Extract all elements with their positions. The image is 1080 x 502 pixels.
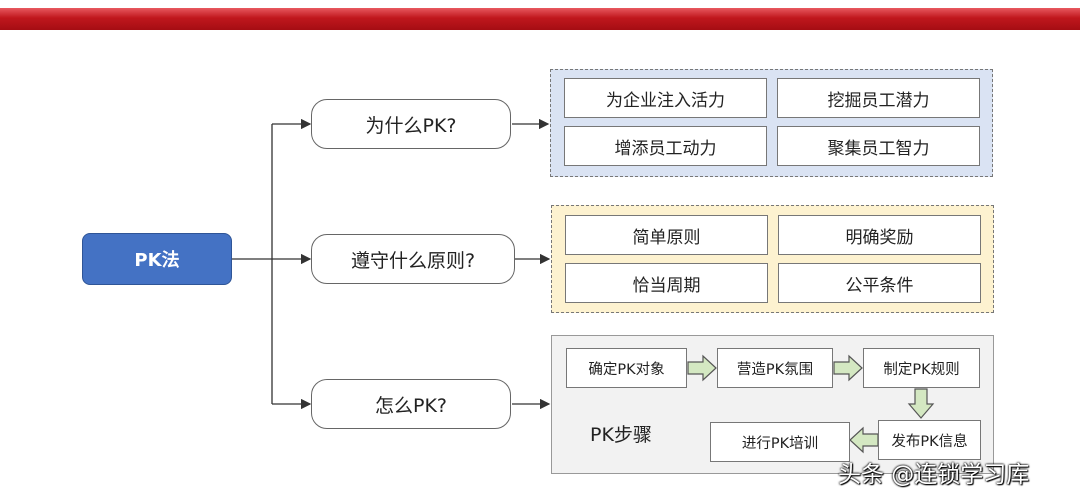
top-red-banner xyxy=(0,8,1080,30)
principle-item: 恰当周期 xyxy=(565,263,768,303)
down-arrow-icon xyxy=(907,388,935,419)
question-how: 怎么PK? xyxy=(311,379,511,429)
step-1: 确定PK对象 xyxy=(566,348,687,388)
principle-item: 明确奖励 xyxy=(778,215,981,255)
step-5: 进行PK培训 xyxy=(710,422,850,462)
why-item: 聚集员工智力 xyxy=(777,126,980,166)
step-3: 制定PK规则 xyxy=(863,348,980,388)
right-arrow-icon xyxy=(833,354,863,382)
left-arrow-icon xyxy=(849,426,879,454)
why-item: 为企业注入活力 xyxy=(564,78,767,118)
question-principles: 遵守什么原则? xyxy=(311,234,515,284)
step-2: 营造PK氛围 xyxy=(717,348,833,388)
watermark: 头条 @连锁学习库 xyxy=(838,462,1030,488)
step-4: 发布PK信息 xyxy=(878,420,981,460)
principle-item: 简单原则 xyxy=(565,215,768,255)
principles-panel: 简单原则 明确奖励 恰当周期 公平条件 xyxy=(551,205,994,313)
steps-title: PK步骤 xyxy=(590,424,652,446)
question-why: 为什么PK? xyxy=(311,99,511,149)
why-item: 增添员工动力 xyxy=(564,126,767,166)
principle-item: 公平条件 xyxy=(778,263,981,303)
why-panel: 为企业注入活力 挖掘员工潜力 增添员工动力 聚集员工智力 xyxy=(550,69,993,177)
right-arrow-icon xyxy=(687,354,717,382)
root-node-pk: PK法 xyxy=(82,233,232,285)
why-item: 挖掘员工潜力 xyxy=(777,78,980,118)
